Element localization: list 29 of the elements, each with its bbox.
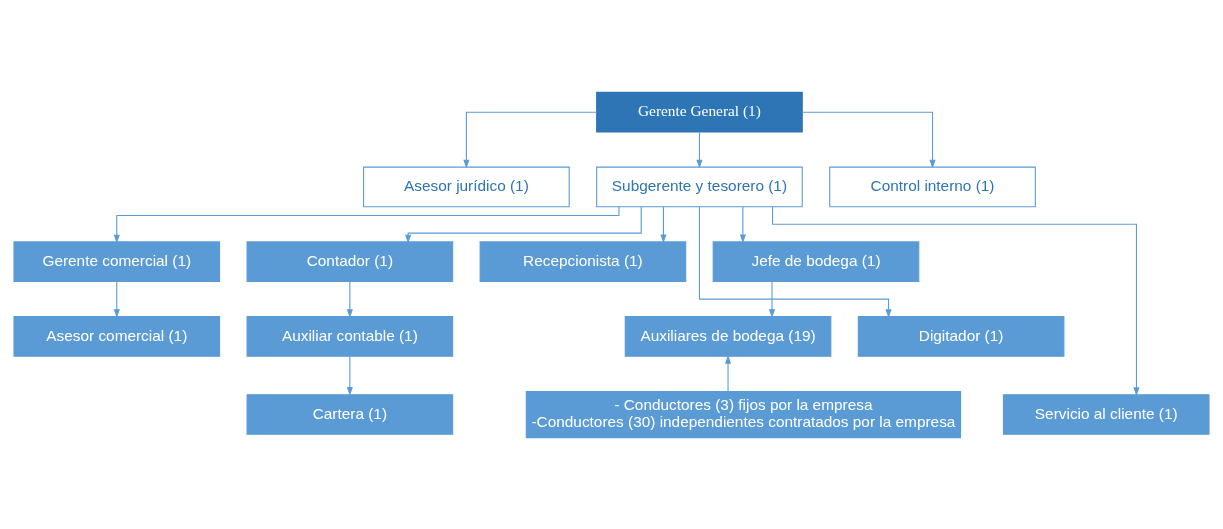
arrow bbox=[113, 280, 120, 318]
node-box: Servicio al cliente (1) bbox=[1002, 393, 1210, 435]
node-box: Control interno (1) bbox=[829, 166, 1036, 207]
node-box: Gerente General (1) bbox=[596, 91, 803, 133]
arrow bbox=[698, 205, 892, 318]
node-box: Subgerente y tesorero (1) bbox=[596, 166, 803, 207]
arrow bbox=[405, 205, 642, 243]
arrow bbox=[463, 111, 598, 169]
arrow bbox=[660, 205, 667, 243]
node-box: - Conductores (3) fijos por la empresa -Conductores (30) independientes contratados por la empresa bbox=[525, 390, 962, 438]
node-box: Gerente comercial (1) bbox=[13, 240, 221, 282]
node-box: Auxiliar contable (1) bbox=[246, 315, 454, 357]
arrow bbox=[772, 205, 1140, 396]
arrow bbox=[696, 131, 703, 169]
node-box: Contador (1) bbox=[246, 240, 454, 282]
arrow bbox=[739, 205, 746, 243]
arrow bbox=[724, 354, 732, 392]
arrow bbox=[346, 280, 353, 318]
node-box: Asesor jurídico (1) bbox=[363, 166, 570, 207]
node-box: Recepcionista (1) bbox=[479, 240, 687, 282]
node-box: Auxiliares de bodega (19) bbox=[624, 315, 832, 357]
node-box: Asesor comercial (1) bbox=[13, 315, 221, 357]
node-box: Cartera (1) bbox=[246, 393, 454, 435]
node-box: Jefe de bodega (1) bbox=[712, 240, 920, 282]
node-box: Digitador (1) bbox=[857, 315, 1065, 357]
arrow bbox=[113, 205, 620, 243]
arrow bbox=[768, 280, 776, 318]
arrow bbox=[801, 111, 936, 169]
arrow bbox=[346, 355, 353, 396]
